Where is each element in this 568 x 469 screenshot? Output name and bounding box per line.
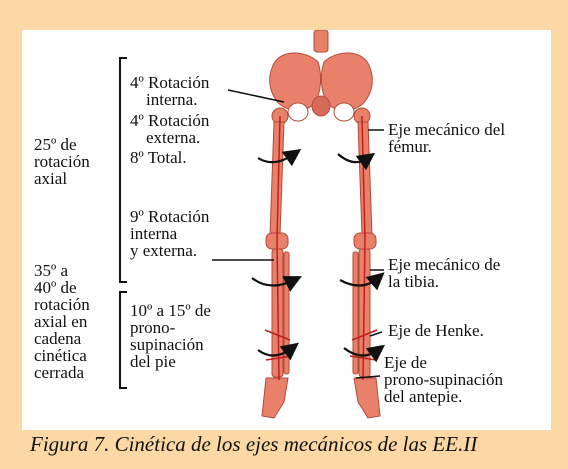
label-pie-line4: del pie: [130, 352, 176, 371]
legs-axes-diagram: 25º de rotación axial 35º a 40º de rotac…: [22, 30, 551, 430]
left-labels: 25º de rotación axial 35º a 40º de rotac…: [34, 135, 90, 382]
middle-labels: 4º Rotación interna. 4º Rotación externa…: [130, 73, 211, 371]
label-rot-externa-line2: externa.: [146, 128, 200, 147]
right-leg-bones: [353, 108, 380, 418]
label-total: 8º Total.: [130, 148, 187, 167]
label-femur-line2: fémur.: [388, 137, 432, 156]
figure-frame: 25º de rotación axial 35º a 40º de rotac…: [22, 30, 551, 430]
figure-caption: Figura 7. Cinética de los ejes mecánicos…: [30, 432, 550, 457]
right-labels: Eje mecánico del fémur. Eje mecánico de …: [384, 120, 505, 406]
label-henke: Eje de Henke.: [388, 321, 484, 340]
label-35-line7: cerrada: [34, 363, 84, 382]
pelvis: [270, 30, 373, 121]
label-9-line3: y externa.: [130, 241, 197, 260]
left-leg-bones: [262, 108, 289, 418]
label-25-line3: axial: [34, 169, 67, 188]
label-rot-interna-line2: interna.: [146, 90, 197, 109]
brackets: [120, 58, 127, 388]
label-tibia-line2: la tibia.: [388, 272, 439, 291]
label-antepie-line3: del antepie.: [384, 387, 462, 406]
